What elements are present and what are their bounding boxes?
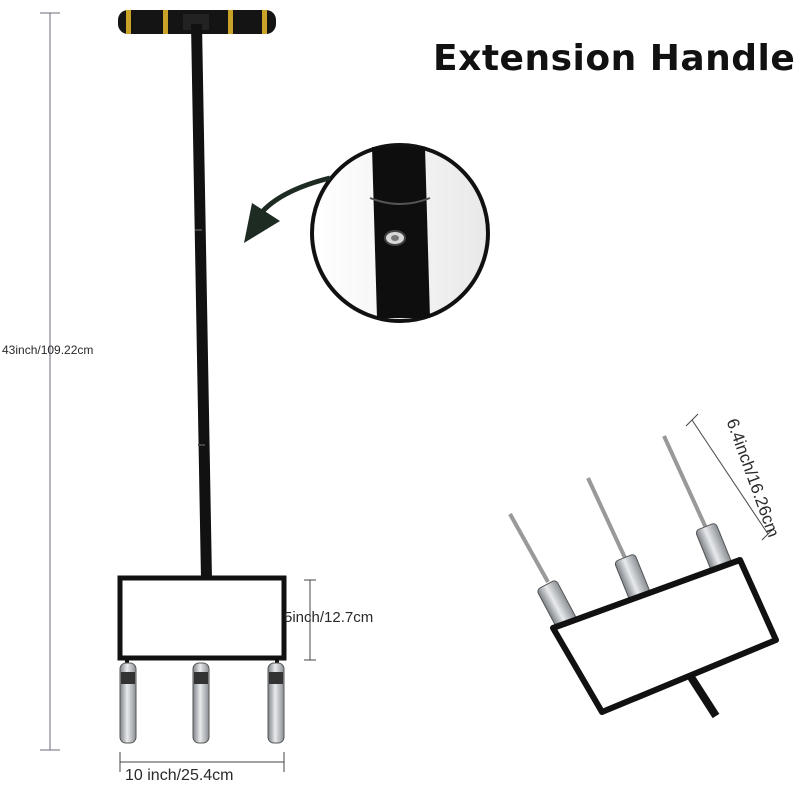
t-handle-grip bbox=[118, 10, 276, 34]
spike-left bbox=[508, 513, 577, 630]
page-title: Extension Handle bbox=[433, 38, 796, 79]
depth-measurement-label: 5inch/12.7cm bbox=[284, 609, 374, 626]
width-dimension-line bbox=[119, 752, 285, 772]
width-measurement-label: 10 inch/25.4cm bbox=[125, 767, 234, 784]
height-measurement-label: 43inch/109.22cm bbox=[2, 343, 94, 357]
zoom-pointer-arrow bbox=[244, 175, 331, 243]
depth-dimension-line bbox=[304, 579, 316, 661]
tine-right bbox=[267, 662, 285, 744]
tine-left bbox=[119, 662, 137, 744]
extension-shaft bbox=[191, 24, 212, 580]
front-tines bbox=[119, 662, 285, 744]
spike-right bbox=[662, 435, 733, 573]
zoom-detail-circle bbox=[310, 143, 490, 323]
aerator-frame bbox=[117, 575, 287, 688]
spike-center bbox=[586, 477, 652, 604]
angled-tines-detail bbox=[508, 435, 779, 719]
spike-dimension-line bbox=[685, 413, 775, 541]
height-dimension-line bbox=[40, 12, 60, 751]
tine-center bbox=[192, 662, 210, 744]
